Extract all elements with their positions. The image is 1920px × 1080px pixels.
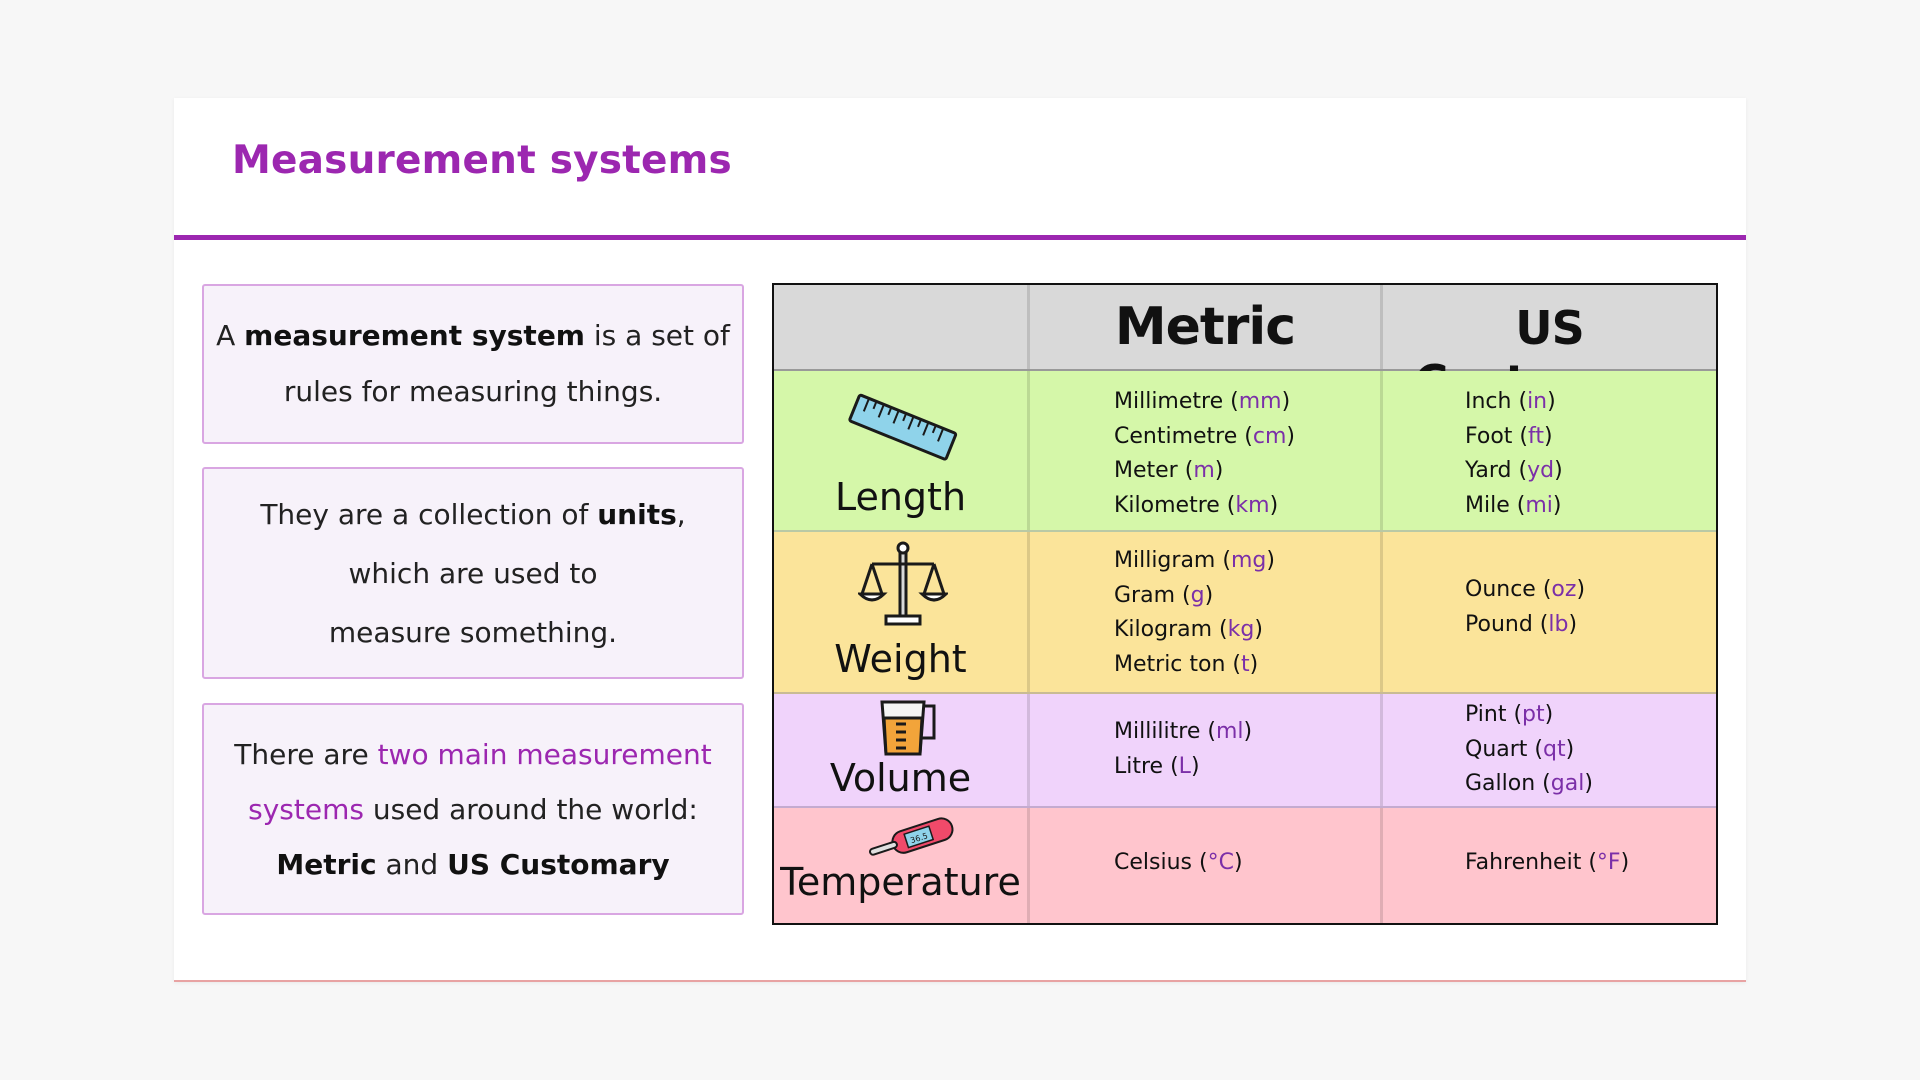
us-units-length: Inch (in) Foot (ft) Yard (yd) Mile (mi) bbox=[1383, 371, 1716, 530]
unit-item: Quart (qt) bbox=[1465, 736, 1575, 762]
units-box: They are a collection of units, which ar… bbox=[202, 467, 744, 679]
quantity-cell-length: Length bbox=[774, 371, 1030, 530]
metric-header: Metric bbox=[1114, 297, 1296, 357]
quantity-label-weight: Weight bbox=[834, 637, 967, 681]
quantity-label-volume: Volume bbox=[829, 756, 972, 800]
us-units-volume: Pint (pt) Quart (qt) Gallon (gal) bbox=[1383, 694, 1716, 806]
unit-list: Millimetre (mm) Centimetre (cm) Meter (m… bbox=[1114, 385, 1295, 523]
table-row-length: Length Millimetre (mm) Centimetre (cm) M… bbox=[774, 371, 1716, 532]
quantity-cell-temperature: 36.5 Temperature bbox=[774, 808, 1030, 923]
ruler-icon bbox=[848, 393, 958, 461]
unit-list: Millilitre (ml) Litre (L) bbox=[1114, 715, 1252, 784]
unit-list: Milligram (mg) Gram (g) Kilogram (kg) Me… bbox=[1114, 544, 1275, 682]
measurement-table: Metric US Customary bbox=[772, 283, 1718, 925]
definition-text: A measurement system is a set of rules f… bbox=[216, 319, 730, 408]
measuring-jug-icon bbox=[880, 700, 936, 756]
unit-item: Pound (lb) bbox=[1465, 611, 1578, 637]
unit-item: Mile (mi) bbox=[1465, 492, 1562, 518]
systems-text: There are two main measurement systems u… bbox=[234, 737, 712, 881]
quantity-cell-weight: Weight bbox=[774, 532, 1030, 692]
table-header-row: Metric US Customary bbox=[774, 285, 1716, 409]
unit-item: Kilometre (km) bbox=[1114, 492, 1279, 518]
header-metric-cell: Metric bbox=[1030, 285, 1383, 369]
definition-box: A measurement system is a set of rules f… bbox=[202, 284, 744, 444]
unit-list: Inch (in) Foot (ft) Yard (yd) Mile (mi) bbox=[1465, 385, 1563, 523]
unit-item: Centimetre (cm) bbox=[1114, 423, 1295, 449]
unit-item: Celsius (°C) bbox=[1114, 850, 1243, 875]
metric-units-weight: Milligram (mg) Gram (g) Kilogram (kg) Me… bbox=[1030, 532, 1383, 692]
metric-units-length: Millimetre (mm) Centimetre (cm) Meter (m… bbox=[1030, 371, 1383, 530]
us-units-weight: Ounce (oz) Pound (lb) bbox=[1383, 532, 1716, 692]
units-text: They are a collection of units, which ar… bbox=[260, 497, 686, 649]
unit-item: Litre (L) bbox=[1114, 753, 1200, 779]
unit-item: Pint (pt) bbox=[1465, 702, 1554, 727]
unit-item: Meter (m) bbox=[1114, 458, 1224, 483]
unit-list: Celsius (°C) bbox=[1114, 846, 1243, 881]
unit-item: Yard (yd) bbox=[1465, 458, 1563, 483]
unit-item: Metric ton (t) bbox=[1114, 651, 1259, 677]
header-us-cell: US Customary bbox=[1383, 285, 1716, 409]
scales-icon bbox=[858, 541, 948, 626]
unit-list: Ounce (oz) Pound (lb) bbox=[1465, 573, 1585, 642]
unit-item: Gallon (gal) bbox=[1465, 771, 1593, 796]
systems-box: There are two main measurement systems u… bbox=[202, 703, 744, 915]
thermometer-icon: 36.5 bbox=[869, 817, 954, 856]
title-divider bbox=[174, 235, 1746, 240]
quantity-label-length: Length bbox=[834, 475, 967, 519]
unit-item: Kilogram (kg) bbox=[1114, 617, 1263, 642]
unit-list: Fahrenheit (°F) bbox=[1465, 846, 1629, 881]
unit-item: Foot (ft) bbox=[1465, 423, 1553, 449]
header-blank-cell bbox=[774, 285, 1030, 369]
page-title: Measurement systems bbox=[232, 138, 732, 183]
quantity-label-temperature: Temperature bbox=[780, 860, 1021, 904]
slide: Measurement systems A measurement system… bbox=[174, 98, 1746, 982]
table-row-weight: Weight Milligram (mg) Gram (g) Kilogram … bbox=[774, 532, 1716, 694]
metric-units-temperature: Celsius (°C) bbox=[1030, 808, 1383, 923]
us-units-temperature: Fahrenheit (°F) bbox=[1383, 808, 1716, 923]
unit-item: Millimetre (mm) bbox=[1114, 389, 1291, 414]
unit-item: Fahrenheit (°F) bbox=[1465, 850, 1630, 875]
unit-item: Inch (in) bbox=[1465, 389, 1556, 414]
table-row-temperature: 36.5 Temperature Celsius (°C) Fahrenheit… bbox=[774, 808, 1716, 923]
quantity-cell-volume: Volume bbox=[774, 694, 1030, 806]
unit-list: Pint (pt) Quart (qt) Gallon (gal) bbox=[1465, 698, 1593, 802]
unit-item: Ounce (oz) bbox=[1465, 577, 1586, 602]
unit-item: Milligram (mg) bbox=[1114, 548, 1275, 573]
unit-item: Millilitre (ml) bbox=[1114, 719, 1253, 744]
table-row-volume: Volume Millilitre (ml) Litre (L) Pint (p… bbox=[774, 694, 1716, 808]
unit-item: Gram (g) bbox=[1114, 582, 1214, 608]
metric-units-volume: Millilitre (ml) Litre (L) bbox=[1030, 694, 1383, 806]
